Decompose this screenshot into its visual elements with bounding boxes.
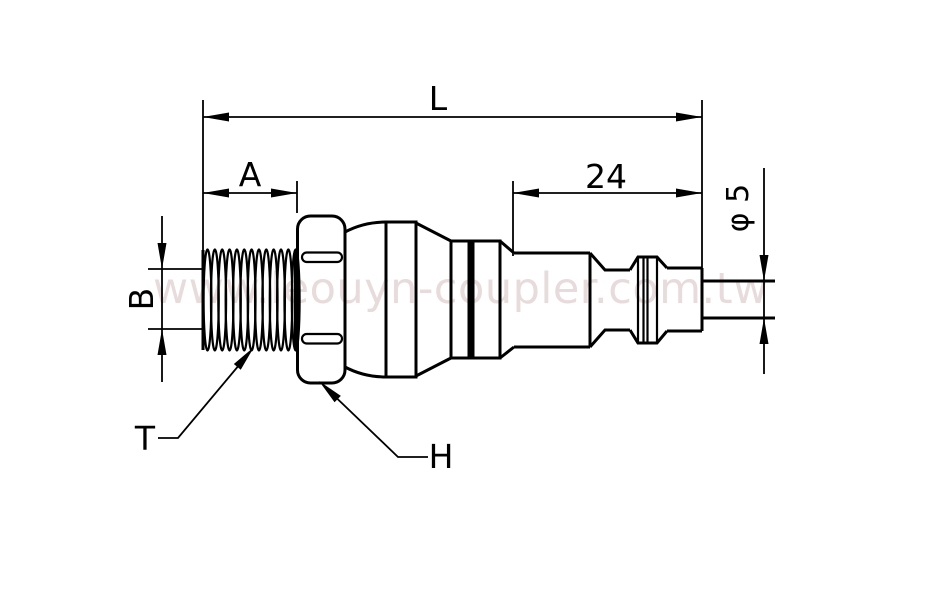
dimension-insertion-length: 24 — [512, 157, 702, 256]
dimension-tip-diameter: φ 5 — [721, 168, 769, 374]
dim-label-L: L — [429, 79, 448, 118]
plug-neck — [588, 252, 630, 348]
plug-stem — [514, 251, 592, 349]
body-taper — [415, 221, 452, 378]
dim-label-24: 24 — [585, 157, 627, 196]
hex-nut — [296, 214, 347, 385]
dim-label-H: H — [429, 437, 454, 476]
dim-label-B: B — [122, 288, 161, 311]
thread-coils — [202, 248, 301, 352]
dim-label-T: T — [134, 419, 156, 458]
sleeve-transition — [344, 220, 387, 379]
end-cylinder — [667, 266, 704, 333]
dim-label-dia5: φ 5 — [721, 184, 756, 232]
ball-groove-ring — [628, 255, 669, 345]
thread-coil — [290, 248, 301, 352]
callout-hex: H — [319, 381, 454, 476]
thread-section — [201, 248, 301, 352]
seal-band — [467, 241, 475, 358]
dim-label-A: A — [239, 155, 262, 194]
tip-stub — [702, 279, 775, 320]
sleeve-collar — [384, 220, 418, 379]
mid-body — [449, 239, 502, 360]
stem-chamfer — [499, 239, 515, 360]
dimension-overall-length: L — [202, 79, 703, 268]
dimension-thread-diameter: B — [122, 216, 203, 382]
dimension-thread-length: A — [203, 155, 298, 213]
callout-thread: T — [134, 347, 254, 458]
